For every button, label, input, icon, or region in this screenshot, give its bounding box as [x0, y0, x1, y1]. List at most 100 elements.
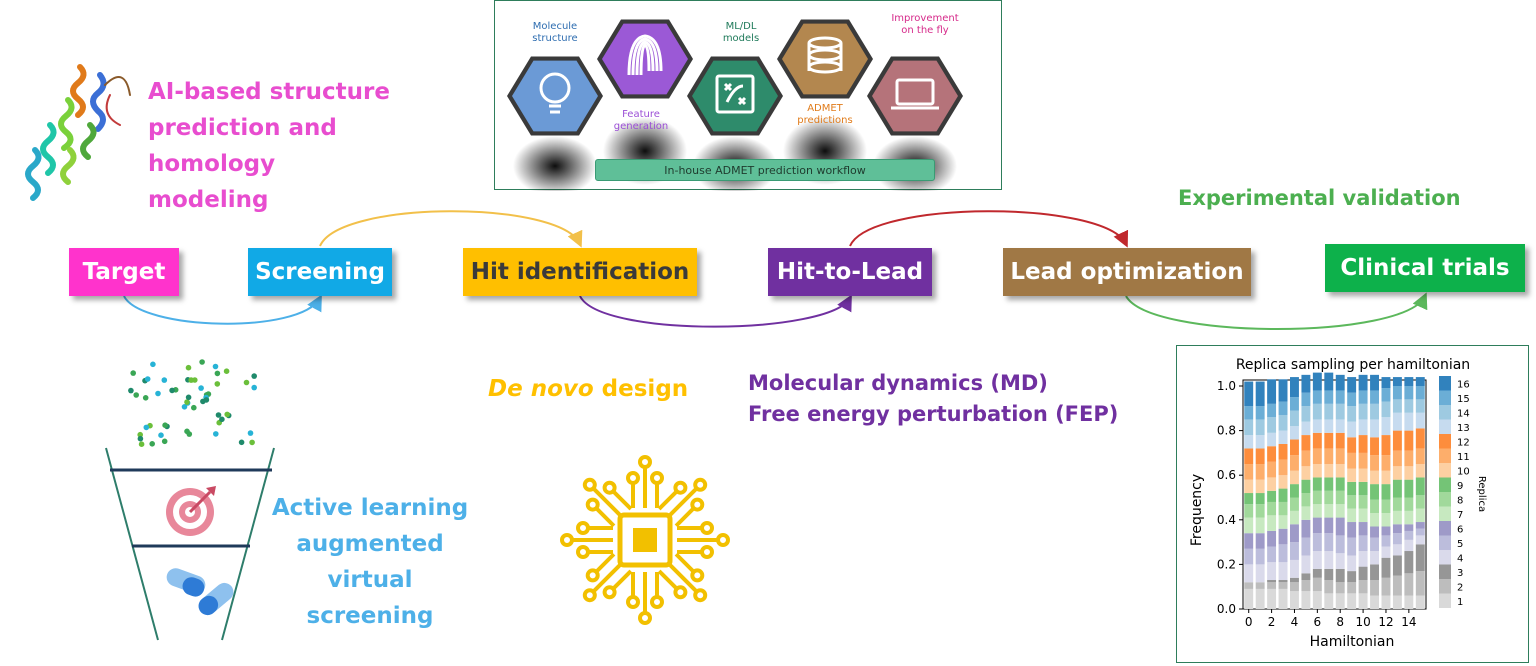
bar-segment: [1324, 490, 1334, 505]
bar-segment: [1404, 530, 1414, 540]
bar-segment: [1415, 595, 1425, 609]
active-learning-line: virtual: [327, 567, 413, 593]
bar-segment: [1415, 495, 1425, 509]
legend-swatch: [1439, 434, 1451, 449]
x-tick-label: 2: [1268, 615, 1276, 629]
chart-ylabel: Frequency: [1189, 474, 1205, 546]
bar-segment: [1335, 553, 1345, 569]
stage-label: Lead optimization: [1010, 259, 1244, 285]
y-tick-label: 0.0: [1217, 602, 1236, 616]
active-learning-line: Active learning: [271, 495, 469, 521]
bar-segment: [1324, 403, 1334, 420]
arc-target-screening: [123, 294, 322, 325]
bar-segment: [1255, 381, 1265, 407]
bar-segment: [1415, 522, 1425, 529]
bar-segment: [1301, 493, 1311, 507]
molecule-dot: [130, 370, 136, 376]
bar-segment: [1244, 548, 1254, 565]
bar-segment: [1415, 412, 1425, 429]
legend-swatch: [1439, 419, 1451, 434]
strategy-board-icon: [715, 74, 755, 114]
legend-swatch: [1439, 477, 1451, 492]
bar-segment: [1267, 490, 1277, 502]
bar-segment: [1347, 522, 1357, 538]
active-learning-line: screening: [306, 603, 434, 629]
chart-xlabel: Hamiltonian: [1310, 634, 1395, 650]
bar-segment: [1415, 386, 1425, 400]
circuit-node: [638, 611, 652, 625]
legend-swatch: [1439, 535, 1451, 550]
bar-segment: [1301, 450, 1311, 467]
circuit-node: [716, 533, 730, 547]
bar-segment: [1381, 470, 1391, 485]
bar-segment: [1381, 401, 1391, 418]
bar-segment: [1278, 459, 1288, 476]
stage-label: Target: [82, 259, 166, 285]
bar-segment: [1370, 499, 1379, 514]
molecule-dot: [251, 384, 257, 391]
bar-segment: [1381, 377, 1391, 389]
circuit-node: [690, 568, 705, 583]
laptop-icon: [891, 78, 939, 110]
hex-shadow: [513, 136, 597, 191]
y-tick-label: 0.4: [1217, 513, 1236, 527]
bar-segment: [1392, 386, 1402, 400]
bar-segment: [1404, 386, 1414, 400]
arc-lead-optimization: [849, 210, 1128, 248]
bar-segment: [1392, 533, 1402, 545]
bar-segment: [1404, 412, 1414, 431]
replica-chart-panel: Replica sampling per hamiltonian Hamilto…: [1176, 345, 1529, 663]
bar-segment: [1278, 414, 1288, 431]
bar-segment: [1290, 484, 1299, 498]
bar-segment: [1404, 399, 1414, 413]
bar-segment: [1244, 419, 1254, 436]
molecule-dot: [161, 377, 168, 383]
bar-segment: [1370, 470, 1379, 485]
bar-segment: [1255, 479, 1265, 494]
bar-segment: [1301, 591, 1311, 609]
bar-segment: [1255, 504, 1265, 518]
bar-segment: [1244, 464, 1254, 480]
bar-segment: [1381, 417, 1391, 436]
bar-segment: [1244, 517, 1254, 534]
bar-segment: [1278, 488, 1288, 502]
bar-segment: [1347, 593, 1357, 609]
legend-swatch: [1439, 579, 1451, 594]
bar-segment: [1335, 568, 1345, 583]
bar-segment: [1312, 517, 1322, 534]
bar-segment: [1290, 410, 1299, 427]
bar-segment: [1392, 524, 1402, 534]
circuit-node: [576, 545, 590, 559]
bar-segment: [1312, 448, 1322, 465]
bar-segment: [1358, 508, 1368, 523]
bar-segment: [1347, 421, 1357, 438]
bar-segment: [1381, 484, 1391, 500]
structure-line: AI-based structure: [148, 79, 390, 105]
bar-segment: [1370, 580, 1379, 596]
bar-segment: [1415, 477, 1425, 496]
bar-segment: [1381, 535, 1391, 547]
denovo-rest: design: [593, 376, 689, 402]
bar-segment: [1381, 388, 1391, 402]
bar-segment: [1404, 377, 1414, 386]
bar-segment: [1324, 390, 1334, 404]
bar-segment: [1312, 403, 1322, 420]
legend-label: 11: [1457, 452, 1470, 463]
stage-clinical-trials: Clinical trials: [1325, 244, 1525, 292]
molecule-dot: [137, 435, 144, 442]
legend-swatch: [1439, 376, 1451, 391]
bar-segment: [1267, 477, 1277, 491]
hex-tile: [602, 23, 688, 95]
molecule-dot: [155, 390, 161, 397]
bar-segment: [1267, 446, 1277, 462]
bar-segment: [1278, 379, 1288, 402]
legend-label: 6: [1457, 524, 1463, 535]
bar-segment: [1312, 591, 1322, 609]
stage-label: Clinical trials: [1340, 255, 1510, 281]
circuit-node: [602, 480, 617, 495]
bar-segment: [1347, 437, 1357, 453]
bar-segment: [1244, 504, 1254, 518]
bar-segment: [1335, 419, 1345, 433]
